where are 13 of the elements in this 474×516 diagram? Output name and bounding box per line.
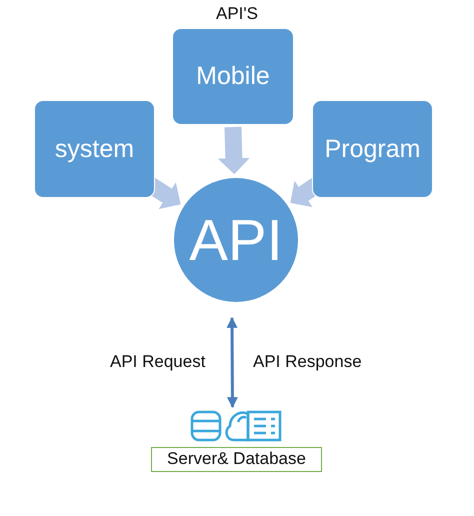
box-label: system (54, 134, 134, 164)
process-box (312, 100, 433, 198)
block-arrow (218, 126, 250, 174)
circle-label: API (189, 206, 283, 274)
process-box (172, 28, 294, 125)
box-label: Mobile (196, 62, 270, 91)
arrow-caption: API Request (110, 352, 206, 372)
server-database-label: Server& Database (151, 447, 322, 472)
arrow-caption: API Response (253, 352, 362, 372)
double-arrow (226, 316, 238, 408)
diagram-title: API'S (215, 4, 259, 24)
box-label: Program (324, 134, 420, 164)
process-box (34, 100, 155, 198)
